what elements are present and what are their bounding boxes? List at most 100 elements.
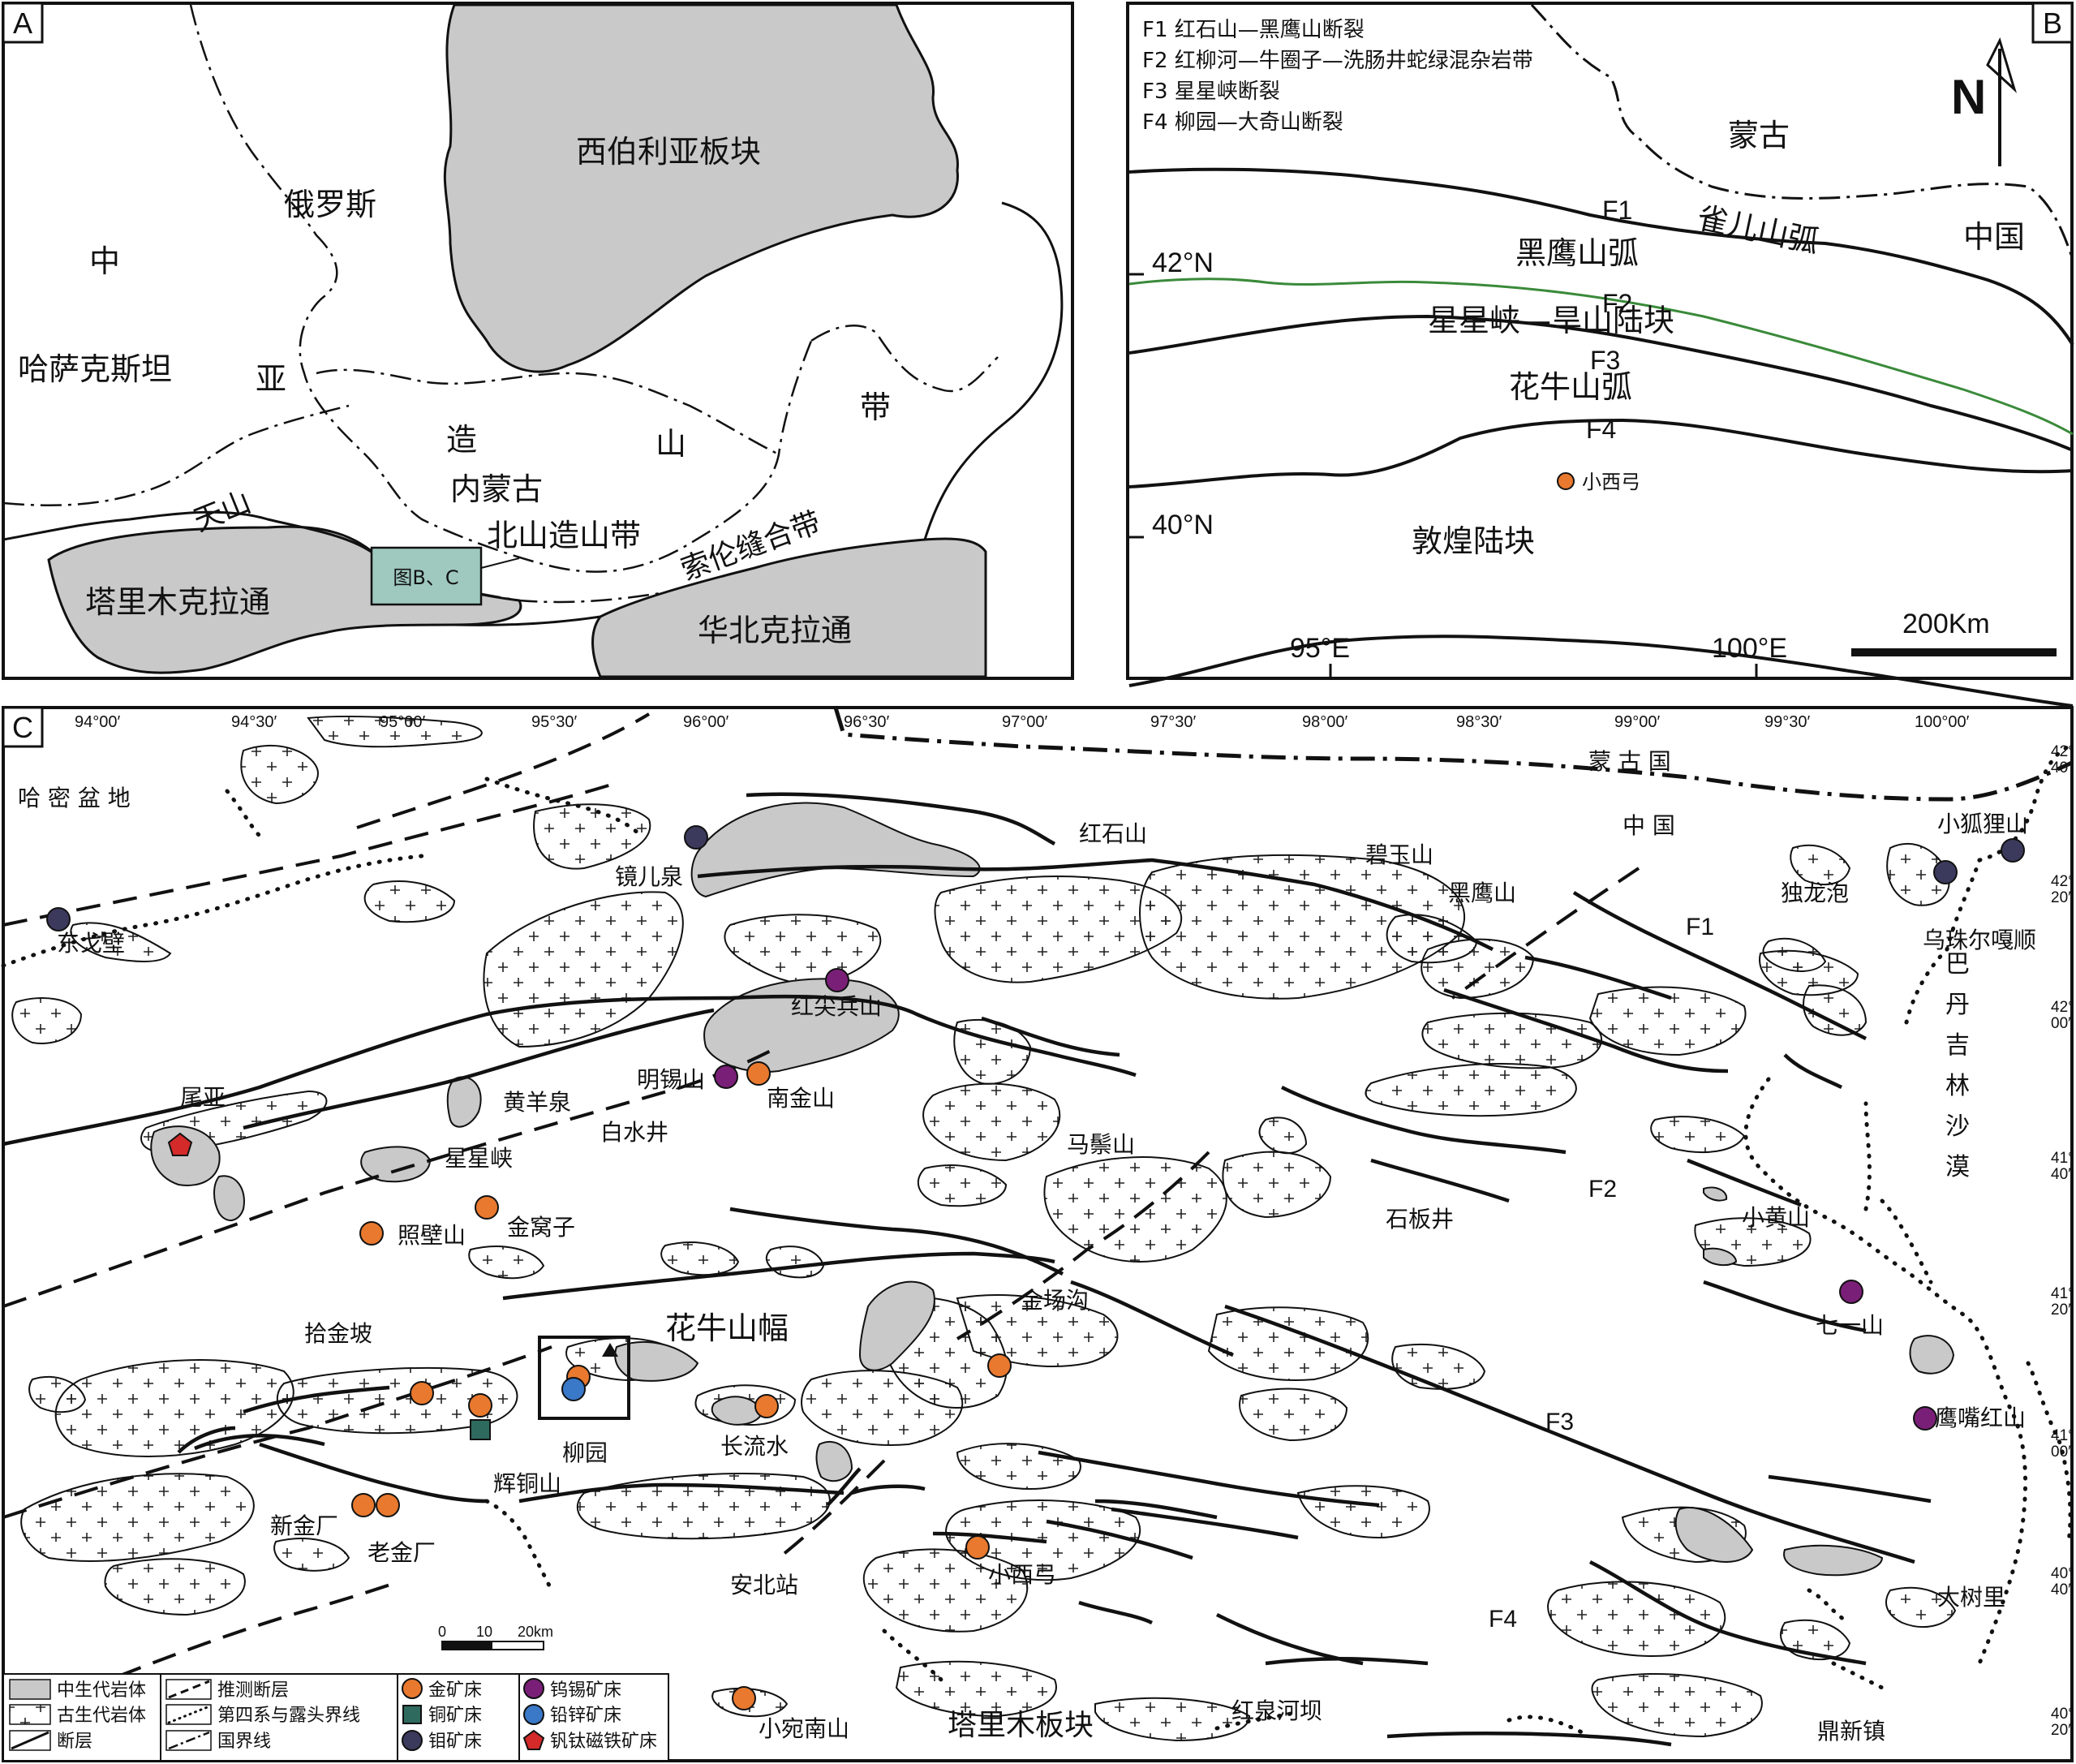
- lat-42n: 42°N: [1152, 247, 1214, 278]
- deposit-markers: [46, 825, 2025, 1710]
- scale-c-10: 10: [476, 1624, 492, 1640]
- place-jinwozi: 金窝子: [507, 1214, 575, 1241]
- scale-label-b: 200Km: [1902, 609, 1990, 639]
- label-inner-mongolia: 内蒙古: [450, 471, 543, 507]
- legend-paleozoic-swatch: [9, 1704, 51, 1725]
- rtick-1-deg: 42°: [2051, 873, 2074, 890]
- panel-b: B F1 红石山—黑鹰山断裂 F2 红柳河—牛圈子—洗肠井蛇绿混杂岩带 F3 星…: [1126, 2, 2074, 708]
- deposit-nanjinshan: [746, 1061, 771, 1086]
- legend-quaternary: 第四系与露头界线: [217, 1706, 360, 1726]
- deposit-yingzuihongshan: [1913, 1406, 1937, 1431]
- rtick-6-min: 40′: [2051, 1581, 2071, 1598]
- place-zhaobishan: 照壁山: [398, 1222, 466, 1249]
- panel-b-ticks: [1129, 273, 1758, 677]
- tick-96-30: 96°30′: [844, 713, 889, 731]
- lon-100e: 100°E: [1712, 633, 1787, 664]
- rtick-7-deg: 40°: [2051, 1706, 2074, 1723]
- north-china-craton: [591, 537, 987, 678]
- place-nanjinshan: 南金山: [767, 1085, 835, 1112]
- place-huitongshan: 辉铜山: [493, 1470, 561, 1497]
- label-dunhuang-b: 敦煌陆块: [1412, 523, 1535, 559]
- place-yingzuihongshan: 鹰嘴红山: [1935, 1405, 2026, 1431]
- legend-paleozoic: 古生代岩体: [57, 1706, 146, 1726]
- fault-legend-f2: F2 红柳河—牛圈子—洗肠井蛇绿混杂岩带: [1142, 49, 1533, 73]
- rtick-2-deg: 42°: [2051, 999, 2074, 1016]
- badan-jilin-label: 巴 丹 吉 林 沙 漠: [1945, 950, 1970, 1181]
- rtick-1-min: 20′: [2051, 889, 2071, 906]
- label-huaniushan-b: 花牛山弧: [1509, 369, 1632, 405]
- panel-c: C 94°00′ 94°30′ 95°00′ 95°30′ 96°00′ 96°…: [1, 706, 2074, 1762]
- legend-copper-icon: [402, 1705, 422, 1724]
- legend-gold-icon: [402, 1678, 423, 1699]
- deposit-xiaoxigong: [965, 1535, 990, 1560]
- place-dashuli: 大树里: [1937, 1584, 2005, 1611]
- place-qiyishan: 七一山: [1816, 1312, 1884, 1339]
- panel-c-scale-bar: 0 10 20km: [438, 1624, 553, 1650]
- panel-c-place-labels: 哈 密 盆 地 蒙 古 国 中 国 东戈壁 镜儿泉 红石山 碧玉山 黑鹰山 独龙…: [18, 748, 2036, 1745]
- rtick-4-deg: 41°: [2051, 1285, 2074, 1302]
- inset-label: 图B、C: [393, 566, 458, 589]
- deposit-xiaowannanshan: [732, 1686, 756, 1710]
- panel-c-top-ticks: 94°00′ 94°30′ 95°00′ 95°30′ 96°00′ 96°30…: [75, 713, 1970, 731]
- deposit-xiaohulishan-2: [1933, 860, 1958, 884]
- place-changliushui: 长流水: [720, 1433, 789, 1460]
- belt-outline: [2, 510, 383, 561]
- badan-char-2: 丹: [1945, 991, 1970, 1019]
- label-dai: 带: [860, 389, 891, 425]
- label-f4: F4: [1586, 415, 1616, 444]
- legend-tungsten: 钨锡矿床: [550, 1680, 621, 1701]
- label-china-b: 中国: [1963, 219, 2025, 255]
- lat-40n: 40°N: [1152, 510, 1214, 540]
- tick-94-00: 94°00′: [75, 713, 120, 731]
- label-shan: 山: [655, 426, 686, 462]
- paleozoic-plutons: [11, 715, 1957, 1742]
- place-jinchanggou: 金场沟: [1021, 1287, 1089, 1314]
- fault-legend-f1: F1 红石山—黑鹰山断裂: [1142, 18, 1365, 42]
- label-kazakhstan: 哈萨克斯坦: [18, 351, 172, 387]
- legend-mesozoic: 中生代岩体: [57, 1680, 146, 1701]
- deposit-huaniushan-pbzn: [561, 1377, 586, 1401]
- place-mazongshan: 马鬃山: [1067, 1131, 1135, 1158]
- deposit-huitongshan-cu: [470, 1419, 491, 1440]
- tick-98-00: 98°00′: [1302, 713, 1347, 731]
- legend-inferred: 推测断层: [217, 1680, 289, 1701]
- place-laojinchang: 老金厂: [367, 1539, 436, 1566]
- inset-box: [370, 546, 483, 606]
- deposit-xinjinchang: [351, 1493, 376, 1517]
- place-xingxingxia: 星星峡: [445, 1145, 513, 1172]
- legend-leadzinc: 铅锌矿床: [550, 1706, 621, 1726]
- place-hongshishan: 红石山: [1079, 820, 1147, 847]
- legend-vti: 钒钛磁铁矿床: [550, 1732, 657, 1752]
- place-mingxishan: 明锡山: [637, 1066, 705, 1093]
- fault-c-f1: F1: [1686, 914, 1714, 940]
- panel-b-letter: B: [2043, 6, 2062, 40]
- place-biyushan: 碧玉山: [1365, 841, 1433, 868]
- label-north-china: 华北克拉通: [698, 613, 852, 648]
- legend-border: 国界线: [217, 1732, 271, 1752]
- label-zao: 造: [446, 422, 477, 458]
- siberia-plate: [443, 3, 959, 373]
- label-xingxingxia-b: 星星峡—旱山陆块: [1428, 303, 1674, 338]
- badan-char-1: 巴: [1945, 950, 1970, 979]
- place-dingxinzhen: 鼎新镇: [1817, 1718, 1885, 1745]
- place-anbeizhan: 安北站: [730, 1572, 798, 1598]
- place-xinjinchang: 新金厂: [270, 1512, 338, 1539]
- study-area-triangle-icon: [602, 1343, 618, 1357]
- legend-quaternary-swatch: [165, 1704, 212, 1725]
- deposit-shijinpo-1: [410, 1381, 434, 1405]
- inset-leader: [480, 557, 520, 569]
- legend-frame: [2, 1673, 669, 1762]
- lon-95e: 95°E: [1290, 633, 1350, 664]
- rtick-0-deg: 42°: [2051, 743, 2074, 760]
- rtick-4-min: 20′: [2051, 1301, 2071, 1319]
- rtick-6-deg: 40°: [2051, 1565, 2074, 1582]
- legend-tungsten-icon: [523, 1678, 544, 1699]
- place-xiaohuangshan: 小黄山: [1742, 1204, 1810, 1231]
- legend-vti-icon: [522, 1729, 545, 1750]
- huaniushan-study-box: [538, 1336, 630, 1420]
- panel-c-national-border: [833, 707, 2074, 802]
- tick-94-30: 94°30′: [231, 713, 277, 731]
- north-arrow-icon: N: [1951, 37, 2017, 166]
- tick-99-00: 99°00′: [1614, 713, 1660, 731]
- place-xiaoxigong: 小西弓: [988, 1561, 1056, 1588]
